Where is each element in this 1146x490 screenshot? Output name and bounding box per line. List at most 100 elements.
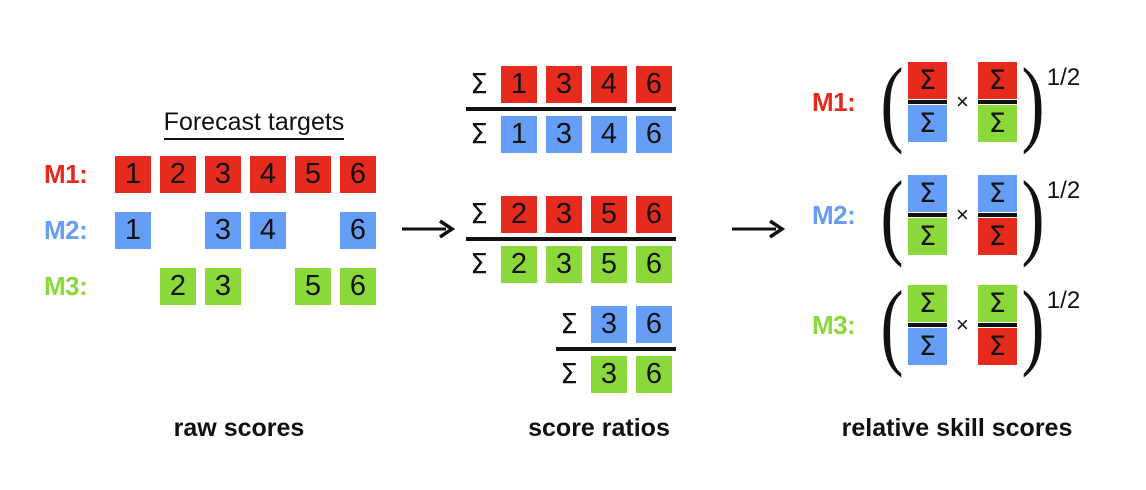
raw-row-label-m1: M1: bbox=[44, 159, 88, 189]
paren-open: ( bbox=[880, 160, 904, 268]
skill-numerator-sigma: Σ bbox=[907, 175, 947, 212]
fraction-bar bbox=[907, 213, 947, 217]
fraction-bar bbox=[907, 323, 947, 327]
fraction-bar bbox=[907, 100, 947, 104]
ratio-cell: 6 bbox=[636, 245, 672, 283]
sigma-symbol: Σ bbox=[560, 307, 578, 340]
sigma-symbol: Σ bbox=[470, 67, 488, 100]
exponent-one-half: 1/2 bbox=[1046, 177, 1081, 204]
exponent-one-half: 1/2 bbox=[1046, 64, 1081, 91]
raw-cell: 5 bbox=[295, 268, 331, 305]
ratio-cell: 3 bbox=[546, 65, 582, 103]
caption-relative-skill-scores: relative skill scores bbox=[841, 414, 1073, 442]
ratio-cell: 2 bbox=[501, 245, 537, 283]
raw-cell: 6 bbox=[340, 268, 376, 305]
raw-cell: 4 bbox=[250, 156, 286, 193]
skill-denominator-sigma: Σ bbox=[977, 328, 1017, 365]
raw-cell-empty bbox=[295, 212, 331, 249]
ratio-cell: 4 bbox=[591, 65, 627, 103]
arrow-ratios-to-skill bbox=[732, 218, 788, 240]
skill-denominator-sigma: Σ bbox=[977, 105, 1017, 142]
ratio-cell: 1 bbox=[501, 65, 537, 103]
multiply-symbol: × bbox=[955, 202, 969, 227]
forecast-targets-label: Forecast targets bbox=[163, 108, 345, 140]
sigma-symbol: Σ bbox=[560, 357, 578, 390]
ratio-cell: 6 bbox=[636, 65, 672, 103]
paren-close: ) bbox=[1021, 270, 1045, 378]
raw-cell: 3 bbox=[205, 212, 241, 249]
sigma-symbol: Σ bbox=[470, 197, 488, 230]
exponent-one-half: 1/2 bbox=[1046, 287, 1081, 314]
ratio-cell: 5 bbox=[591, 245, 627, 283]
arrow-raw-to-ratios bbox=[402, 218, 458, 240]
raw-cell: 6 bbox=[340, 212, 376, 249]
paren-close: ) bbox=[1021, 160, 1045, 268]
skill-denominator-sigma: Σ bbox=[907, 328, 947, 365]
skill-denominator-sigma: Σ bbox=[977, 218, 1017, 255]
raw-cell: 5 bbox=[295, 156, 331, 193]
raw-cell-empty bbox=[115, 268, 151, 305]
ratio-cell: 5 bbox=[591, 195, 627, 233]
forecast-targets-header: Forecast targets bbox=[140, 108, 368, 140]
ratio-cell: 4 bbox=[591, 115, 627, 153]
skill-numerator-sigma: Σ bbox=[977, 285, 1017, 322]
paren-close: ) bbox=[1021, 47, 1045, 155]
raw-cell: 2 bbox=[160, 268, 196, 305]
skill-numerator-sigma: Σ bbox=[907, 62, 947, 99]
ratio-cell: 2 bbox=[501, 195, 537, 233]
raw-cell: 2 bbox=[160, 156, 196, 193]
skill-numerator-sigma: Σ bbox=[907, 285, 947, 322]
skill-numerator-sigma: Σ bbox=[977, 62, 1017, 99]
ratio-cell: 3 bbox=[546, 115, 582, 153]
raw-cell-empty bbox=[250, 268, 286, 305]
ratio-cell: 6 bbox=[636, 355, 672, 393]
raw-cell: 1 bbox=[115, 212, 151, 249]
caption-score-ratios: score ratios bbox=[528, 414, 670, 442]
ratio-cell: 3 bbox=[591, 305, 627, 343]
caption-raw-scores: raw scores bbox=[173, 414, 305, 442]
fraction-bar bbox=[977, 323, 1017, 327]
skill-denominator-sigma: Σ bbox=[907, 105, 947, 142]
ratio-cell: 6 bbox=[636, 195, 672, 233]
ratio-cell: 3 bbox=[591, 355, 627, 393]
raw-cell-empty bbox=[160, 212, 196, 249]
fraction-bar bbox=[977, 100, 1017, 104]
raw-cell: 6 bbox=[340, 156, 376, 193]
multiply-symbol: × bbox=[955, 89, 969, 114]
paren-open: ( bbox=[880, 270, 904, 378]
ratio-cell: 3 bbox=[546, 195, 582, 233]
raw-cell: 3 bbox=[205, 268, 241, 305]
paren-open: ( bbox=[880, 47, 904, 155]
raw-row-label-m3: M3: bbox=[44, 271, 88, 301]
raw-cell: 4 bbox=[250, 212, 286, 249]
raw-row-label-m2: M2: bbox=[44, 215, 88, 245]
raw-cell: 3 bbox=[205, 156, 241, 193]
ratio-cell: 6 bbox=[636, 115, 672, 153]
skill-row-label-m3: M3: bbox=[812, 309, 856, 340]
fraction-bar bbox=[556, 347, 676, 351]
sigma-symbol: Σ bbox=[470, 247, 488, 280]
sigma-symbol: Σ bbox=[470, 117, 488, 150]
multiply-symbol: × bbox=[955, 312, 969, 337]
ratio-cell: 1 bbox=[501, 115, 537, 153]
